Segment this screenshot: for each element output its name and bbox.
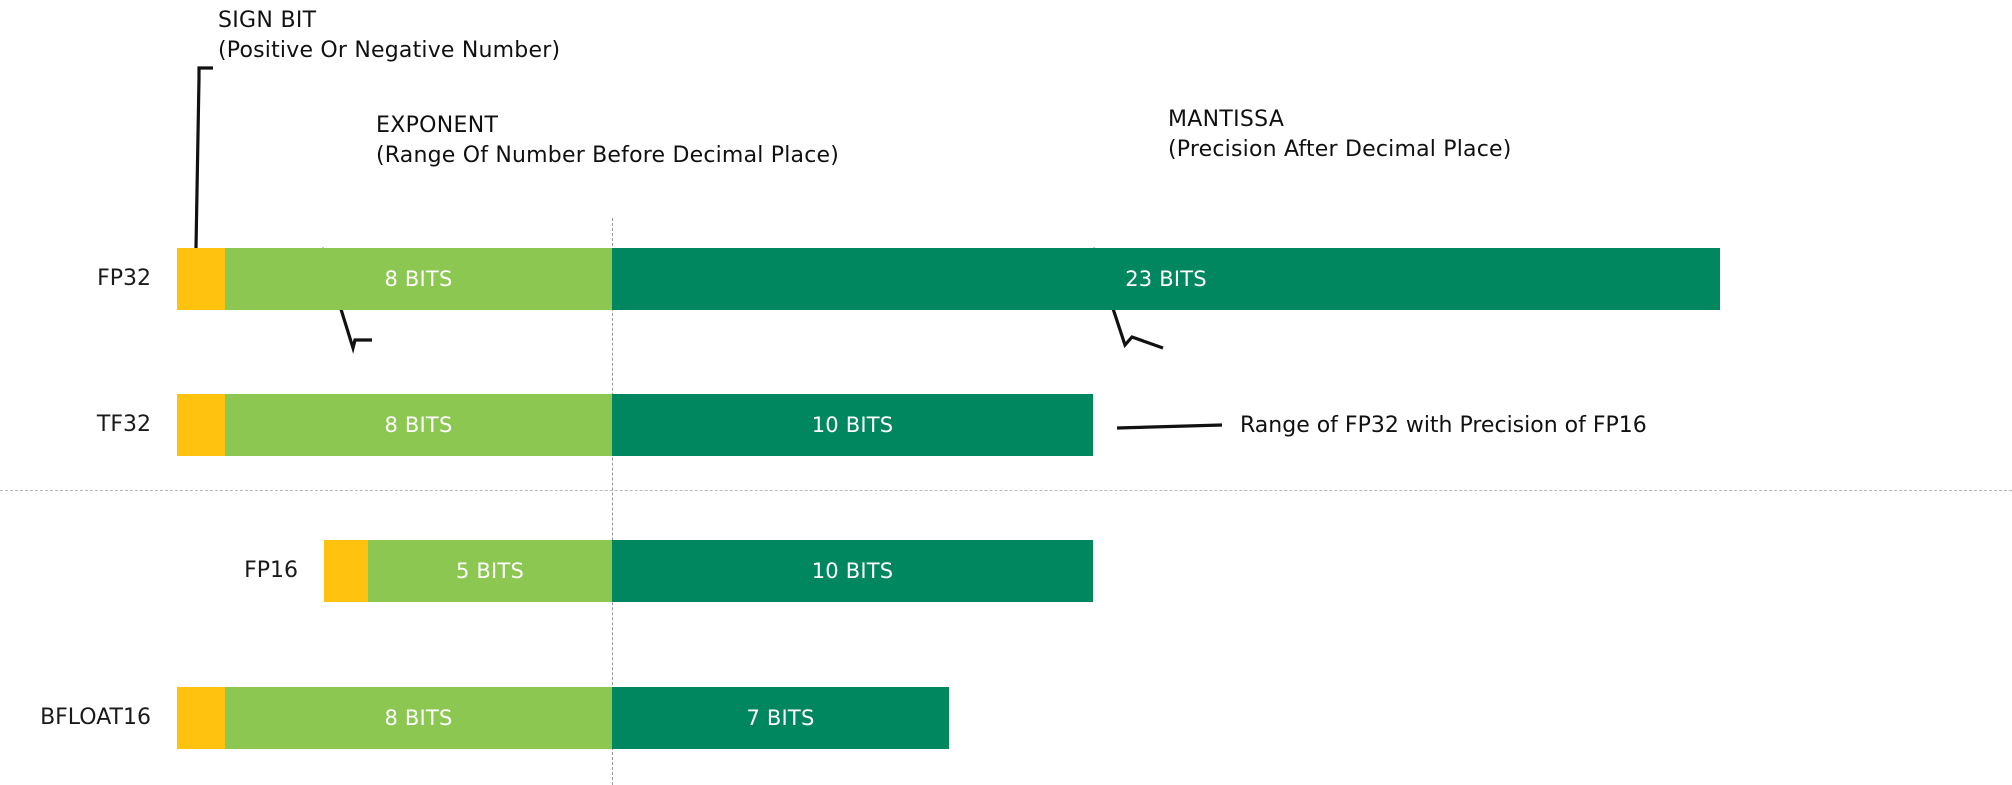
format-row-bfloat16: BFLOAT16 8 BITS 7 BITS bbox=[40, 687, 949, 749]
format-row-fp16: FP16 5 BITS 10 BITS bbox=[244, 540, 1093, 602]
fp32-mantissa-segment: 23 BITS bbox=[612, 248, 1720, 310]
callout-mantissa-title: MANTISSA bbox=[1168, 107, 1285, 132]
format-label-bfloat16: BFLOAT16 bbox=[40, 705, 151, 730]
bfloat16-sign-segment bbox=[177, 687, 225, 749]
fp16-exponent-segment: 5 BITS bbox=[368, 540, 612, 602]
callout-sign-bit-desc: (Positive Or Negative Number) bbox=[218, 38, 561, 63]
tf32-range-note: Range of FP32 with Precision of FP16 bbox=[1240, 413, 1647, 438]
format-row-fp32: FP32 8 BITS 23 BITS bbox=[97, 248, 1720, 310]
fp16-mantissa-segment: 10 BITS bbox=[612, 540, 1093, 602]
bfloat16-mantissa-segment: 7 BITS bbox=[612, 687, 949, 749]
callout-sign-bit-title: SIGN BIT bbox=[218, 8, 317, 33]
tf32-exponent-segment: 8 BITS bbox=[225, 394, 612, 456]
format-label-fp32: FP32 bbox=[97, 266, 151, 291]
decimal-point-guide-line bbox=[612, 218, 613, 785]
tf32-mantissa-segment: 10 BITS bbox=[612, 394, 1093, 456]
format-label-tf32: TF32 bbox=[96, 412, 151, 437]
callout-mantissa: MANTISSA (Precision After Decimal Place) bbox=[1168, 105, 1512, 165]
format-row-tf32: TF32 8 BITS 10 BITS bbox=[97, 394, 1093, 456]
format-label-fp16: FP16 bbox=[244, 558, 298, 583]
section-divider-line bbox=[0, 490, 2012, 491]
callout-exponent-desc: (Range Of Number Before Decimal Place) bbox=[376, 143, 840, 168]
bfloat16-exponent-segment: 8 BITS bbox=[225, 687, 612, 749]
fp32-exponent-segment: 8 BITS bbox=[225, 248, 612, 310]
callout-exponent-title: EXPONENT bbox=[376, 113, 499, 138]
callout-sign-bit: SIGN BIT (Positive Or Negative Number) bbox=[218, 6, 560, 66]
callout-exponent: EXPONENT (Range Of Number Before Decimal… bbox=[376, 111, 839, 171]
fp32-sign-segment bbox=[177, 248, 225, 310]
tf32-sign-segment bbox=[177, 394, 225, 456]
callout-mantissa-desc: (Precision After Decimal Place) bbox=[1168, 137, 1512, 162]
fp16-sign-segment bbox=[324, 540, 368, 602]
